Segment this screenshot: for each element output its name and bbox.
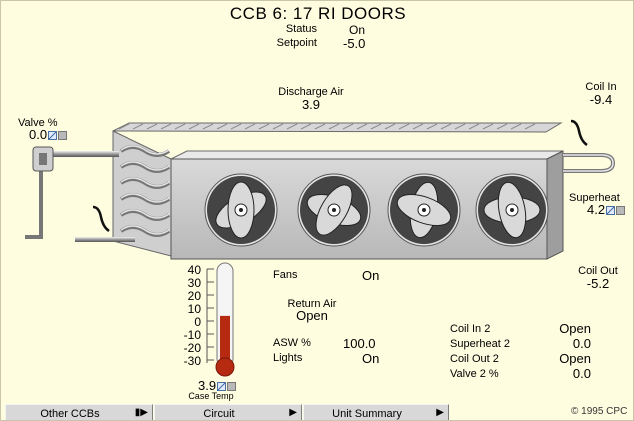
page-title: CCB 6: 17 RI DOORS: [229, 4, 407, 23]
thermo-tick: 20: [187, 289, 201, 303]
graph-icon[interactable]: [217, 382, 227, 391]
copyright: © 1995 CPC: [571, 406, 628, 417]
refrigerant-lines: [25, 119, 616, 242]
coil-in-value[interactable]: -9.4: [589, 92, 613, 107]
fans-value[interactable]: On: [362, 268, 380, 283]
superheat-2-value[interactable]: 0.0: [572, 336, 591, 351]
coil-out-label: Coil Out: [578, 265, 618, 277]
superheat-label: Superheat: [569, 192, 620, 204]
play-icon: ▶: [289, 407, 297, 418]
thermo-tick: -30: [183, 354, 201, 368]
fan-4: [475, 173, 549, 247]
graph-icon[interactable]: [606, 206, 616, 215]
mercury-level: [220, 315, 230, 367]
circuit-button[interactable]: Circuit ▶: [154, 404, 302, 420]
thermo-tick: -10: [183, 328, 201, 342]
thermo-tick: -20: [183, 341, 201, 355]
superheat-value[interactable]: 4.2: [587, 202, 606, 217]
skip-icon: ▮▶: [134, 407, 148, 418]
unit-summary-button[interactable]: Unit Summary ▶: [303, 404, 449, 420]
fan-1: [204, 173, 278, 247]
thermo-tick: 30: [187, 276, 201, 290]
coil-bank: [112, 130, 172, 257]
superheat-readout: 4.2: [587, 202, 626, 217]
case-temp-readout: 3.9: [198, 378, 237, 393]
coil-in-label: Coil In: [585, 81, 617, 93]
discharge-air-label: Discharge Air: [278, 86, 344, 98]
valve-value[interactable]: 0.0: [29, 127, 48, 142]
box-icon[interactable]: [227, 382, 237, 391]
valve-2-label: Valve 2 %: [450, 368, 499, 380]
case-temp-thermometer: [206, 262, 235, 377]
other-ccbs-label: Other CCBs: [40, 408, 100, 420]
valve-label: Valve %: [18, 117, 58, 129]
fans-label: Fans: [273, 269, 298, 281]
setpoint-value[interactable]: -5.0: [343, 36, 366, 51]
thermo-tick: 10: [187, 302, 201, 316]
asw-label: ASW %: [273, 337, 311, 349]
return-air-value[interactable]: Open: [296, 308, 328, 323]
coil-out-2-value[interactable]: Open: [559, 351, 591, 366]
fin-pack: [112, 122, 563, 133]
status-value: On: [349, 23, 366, 37]
superheat-2-label: Superheat 2: [450, 338, 510, 350]
thermo-tick: 40: [187, 263, 201, 277]
coil-out-value[interactable]: -5.2: [586, 276, 610, 291]
graph-icon[interactable]: [48, 131, 58, 140]
coil-in-2-label: Coil In 2: [450, 323, 491, 335]
play-icon: ▶: [436, 407, 444, 418]
thermo-tick: 0: [194, 315, 201, 329]
coil-in-2-value[interactable]: Open: [559, 321, 591, 336]
unit-summary-label: Unit Summary: [332, 408, 402, 420]
valve-2-value[interactable]: 0.0: [572, 366, 591, 381]
fan-2: [297, 173, 371, 247]
case-temp-value[interactable]: 3.9: [198, 378, 217, 393]
box-icon[interactable]: [616, 206, 626, 215]
setpoint-label: Setpoint: [276, 37, 317, 49]
circuit-label: Circuit: [203, 408, 235, 420]
lights-label: Lights: [273, 352, 303, 364]
case-temp-label: Case Temp: [188, 391, 234, 401]
other-ccbs-button[interactable]: Other CCBs ▮▶: [5, 404, 153, 420]
status-label: Status: [285, 23, 317, 35]
valve-readout: 0.0: [29, 127, 68, 142]
coil-out-2-label: Coil Out 2: [450, 353, 499, 365]
return-air-label: Return Air: [287, 298, 337, 310]
fan-3: [387, 173, 461, 247]
lights-value[interactable]: On: [362, 351, 380, 366]
box-icon[interactable]: [58, 131, 68, 140]
discharge-air-value[interactable]: 3.9: [301, 97, 321, 112]
asw-value[interactable]: 100.0: [343, 336, 376, 351]
